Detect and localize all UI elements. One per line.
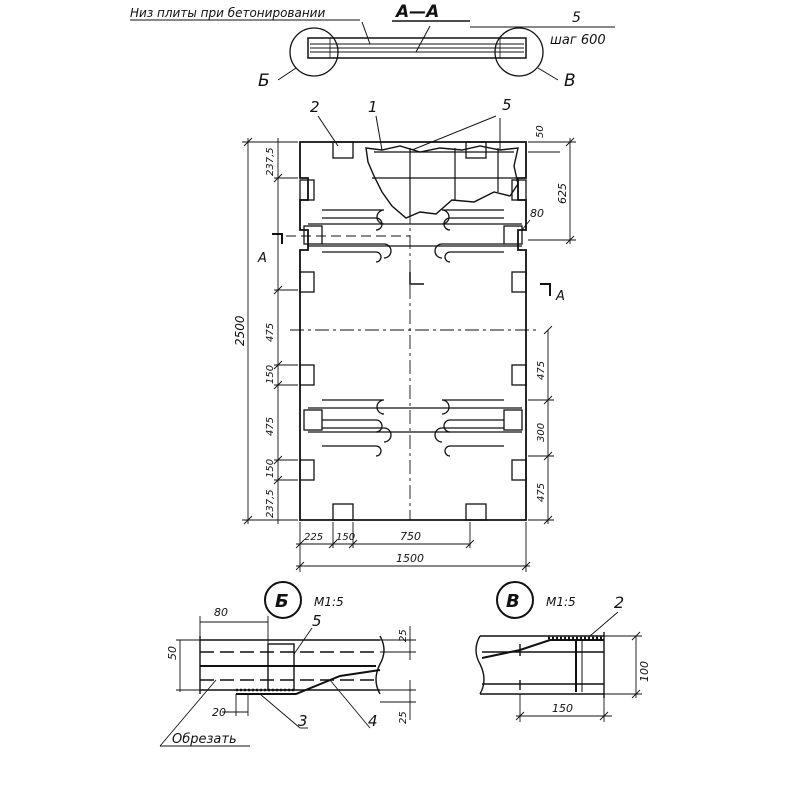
dim-left-150-b: 150 — [265, 459, 276, 478]
dimension-lines — [242, 137, 576, 572]
dim-loop-80: 80 — [530, 207, 544, 220]
dim-top-left: 237,5 — [265, 147, 276, 176]
dim-left-150-a: 150 — [265, 365, 276, 384]
svg-text:А: А — [555, 289, 565, 304]
detail-b-dim-20: 20 — [212, 706, 226, 719]
detail-b-title: Б — [275, 591, 289, 612]
dim-bottom-225: 225 — [304, 532, 323, 543]
position-5-label-top: 5 — [572, 10, 581, 26]
step-label: шаг 600 — [550, 33, 606, 48]
detail-v-dim-100: 100 — [638, 661, 651, 682]
section-a-a: Низ плиты при бетонировании А—А 5 шаг 60… — [130, 2, 615, 91]
detail-b-dim-25-top: 25 — [398, 629, 409, 642]
detail-b-note: Обрезать — [172, 732, 237, 747]
plan-position-5: 5 — [502, 96, 512, 114]
detail-b-dim-50: 50 — [166, 646, 179, 660]
slab-outline — [299, 141, 527, 521]
detail-b-pos-4: 4 — [368, 712, 378, 730]
detail-b: Б М1:5 — [159, 581, 416, 747]
lifting-loops-upper — [303, 209, 523, 263]
centerlines — [290, 210, 540, 520]
svg-text:А: А — [257, 251, 267, 266]
dim-right-475-a: 475 — [536, 361, 547, 380]
callout-circle-b — [289, 27, 339, 77]
detail-v: В М1:5 2 — [475, 581, 651, 722]
dim-bottom-150: 150 — [336, 532, 355, 543]
detail-b-dim-25-bottom: 25 — [398, 711, 409, 724]
mesh-cutaway — [365, 145, 519, 219]
lifting-loops-lower — [303, 399, 523, 457]
dim-total-width: 1500 — [396, 552, 424, 565]
detail-b-dim-80: 80 — [214, 606, 228, 619]
detail-b-pos-5: 5 — [312, 612, 322, 630]
detail-v-circle — [496, 581, 534, 619]
plan-position-1: 1 — [368, 98, 378, 116]
dim-right-upper: 625 — [556, 183, 569, 204]
dim-total-height: 2500 — [233, 315, 247, 346]
section-a-a-title: А—А — [394, 2, 439, 22]
detail-v-scale: М1:5 — [546, 595, 576, 609]
dim-bottom-750: 750 — [400, 530, 421, 543]
callout-label-v: В — [564, 71, 576, 91]
detail-b-scale: М1:5 — [314, 595, 344, 609]
dim-left-475-a: 475 — [265, 323, 276, 342]
bottom-of-slab-note: Низ плиты при бетонировании — [130, 6, 325, 20]
section-mark-left: А — [257, 233, 283, 266]
dim-right-475-b: 475 — [536, 483, 547, 502]
callout-circle-v — [494, 27, 544, 77]
slab-plan: А А — [233, 96, 576, 572]
detail-v-dim-150: 150 — [552, 702, 573, 715]
callout-label-b: Б — [258, 71, 270, 91]
detail-b-pos-3: 3 — [298, 712, 308, 730]
dim-top-edge: 50 — [535, 125, 546, 138]
dim-left-237: 237,5 — [265, 489, 276, 518]
detail-b-circle — [264, 581, 302, 619]
recesses — [299, 141, 527, 521]
dim-right-300: 300 — [536, 423, 547, 442]
detail-v-pos-2: 2 — [614, 593, 624, 612]
section-mark-right: А — [540, 283, 565, 304]
dim-left-475-b: 475 — [265, 417, 276, 436]
plan-position-2: 2 — [310, 98, 320, 116]
detail-v-title: В — [506, 591, 520, 612]
